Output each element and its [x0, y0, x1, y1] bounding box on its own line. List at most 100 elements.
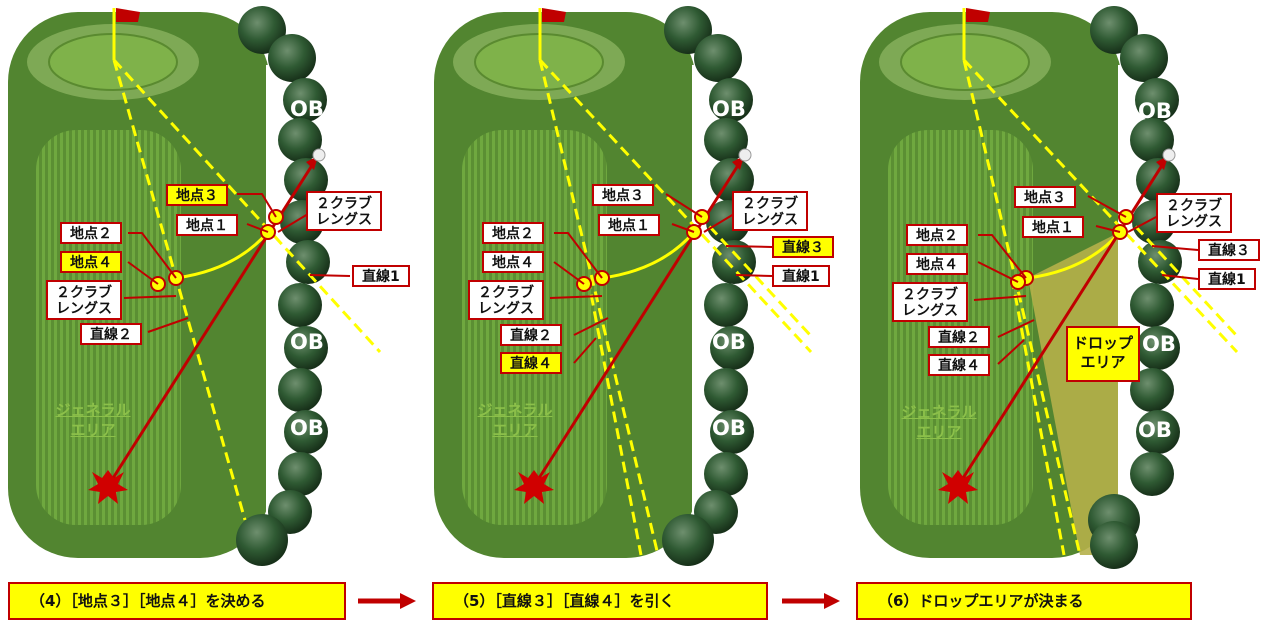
ball-flight-line — [956, 155, 1170, 487]
label-point-2: 地点２ — [482, 222, 544, 244]
ob-label: OB — [712, 97, 746, 121]
general-area-label-line1: ジェネラル — [901, 403, 977, 421]
ball-flight-line — [532, 155, 746, 487]
line-3-dashed — [696, 212, 813, 338]
label-two-club-length-lower: ２クラブ レングス — [892, 282, 968, 322]
line-1-dashed — [962, 58, 1239, 354]
label-two-club-length-upper: ２クラブ レングス — [1156, 193, 1232, 233]
caption-step-6: （6）ドロップエリアが決まる — [856, 582, 1192, 620]
label-line-1: 直線1 — [772, 265, 830, 287]
label-two-club-length-lower-line2: レングス — [56, 301, 112, 317]
ob-label: OB — [712, 416, 746, 440]
tree-line-icon — [662, 6, 756, 566]
label-point-1: 地点１ — [176, 214, 238, 236]
leader-lines — [973, 195, 1199, 365]
caption-step-4: （4）［地点３］［地点４］を決める — [8, 582, 346, 620]
label-two-club-length-upper-line2: レングス — [1166, 214, 1222, 230]
ob-label: OB — [1138, 99, 1172, 123]
flag-icon — [962, 8, 990, 60]
ob-label: OB — [1138, 418, 1172, 442]
label-two-club-length-upper-line2: レングス — [742, 212, 798, 228]
drop-area-region — [1028, 232, 1120, 555]
ob-label: OB — [290, 416, 324, 440]
hole-drawing — [860, 6, 1239, 569]
panel-step-5: 地点３ 地点１ ２クラブ レングス 地点２ 地点４ ２クラブ レングス 直線３ … — [426, 0, 853, 631]
label-line-1: 直線1 — [352, 265, 410, 287]
leader-lines — [549, 193, 773, 364]
label-two-club-length-upper-line2: レングス — [316, 212, 372, 228]
label-two-club-length-upper-line1: ２クラブ — [316, 196, 372, 212]
general-area-label: ジェネラル エリア — [470, 400, 560, 440]
general-area-label: ジェネラル エリア — [48, 400, 138, 440]
line-4-dashed — [586, 277, 643, 556]
ball-origin-icon — [88, 470, 128, 504]
general-area-label-line2: エリア — [492, 421, 538, 439]
ob-label: OB — [712, 330, 746, 354]
label-point-4: 地点４ — [482, 251, 544, 273]
label-two-club-length-lower-line1: ２クラブ — [56, 285, 112, 301]
line-1-dashed — [538, 58, 813, 354]
equidistant-arc — [1027, 231, 1122, 280]
label-two-club-length-lower-line2: レングス — [902, 303, 958, 319]
label-two-club-length-lower-line1: ２クラブ — [478, 285, 534, 301]
ob-label: OB — [290, 97, 324, 121]
label-two-club-length-upper: ２クラブ レングス — [306, 191, 382, 231]
general-area-label-line2: エリア — [916, 423, 962, 441]
label-point-2: 地点２ — [60, 222, 122, 244]
line-3-dashed — [1122, 212, 1239, 338]
general-area-label-line2: エリア — [70, 421, 116, 439]
label-two-club-length-lower: ２クラブ レングス — [46, 280, 122, 320]
flag-icon — [538, 8, 566, 60]
label-two-club-length-lower: ２クラブ レングス — [468, 280, 544, 320]
label-two-club-length-lower-line2: レングス — [478, 301, 534, 317]
label-two-club-length-upper-line1: ２クラブ — [742, 196, 798, 212]
label-two-club-length-upper: ２クラブ レングス — [732, 191, 808, 231]
arrow-right-icon — [782, 593, 840, 609]
equidistant-arc — [601, 231, 696, 280]
ob-label: OB — [290, 330, 324, 354]
label-two-club-length-lower-line1: ２クラブ — [902, 287, 958, 303]
label-line-2: 直線２ — [928, 326, 990, 348]
tree-line-icon — [236, 6, 330, 566]
panel-step-4: 地点３ 地点１ ２クラブ レングス 地点２ 地点４ ２クラブ レングス 直線1 … — [0, 0, 427, 631]
ball-icon — [738, 148, 752, 162]
label-point-3: 地点３ — [1014, 186, 1076, 208]
line-4-dashed — [1010, 277, 1066, 556]
label-line-3: 直線３ — [772, 236, 834, 258]
label-drop-area-line2: エリア — [1080, 353, 1126, 371]
label-point-1: 地点１ — [1022, 216, 1084, 238]
label-line-3: 直線３ — [1198, 239, 1260, 261]
label-line-4: 直線４ — [928, 354, 990, 376]
ball-flight-line — [106, 155, 320, 487]
label-line-4: 直線４ — [500, 352, 562, 374]
general-area-label-line1: ジェネラル — [477, 401, 553, 419]
general-area-label-line1: ジェネラル — [55, 401, 131, 419]
caption-step-5: （5）［直線３］［直線４］を引く — [432, 582, 768, 620]
ball-origin-icon — [938, 470, 978, 504]
equidistant-arc — [175, 231, 270, 280]
arrow-right-icon — [358, 593, 416, 609]
label-point-3: 地点３ — [592, 184, 654, 206]
label-drop-area: ドロップ エリア — [1066, 326, 1140, 382]
ball-icon — [1162, 148, 1176, 162]
line-2-dashed — [112, 59, 247, 521]
label-point-4: 地点４ — [60, 251, 122, 273]
label-point-1: 地点１ — [598, 214, 660, 236]
label-point-2: 地点２ — [906, 224, 968, 246]
label-line-2: 直線２ — [500, 324, 562, 346]
label-two-club-length-upper-line1: ２クラブ — [1166, 198, 1222, 214]
label-line-1: 直線1 — [1198, 268, 1256, 290]
ball-icon — [312, 148, 326, 162]
leader-lines — [123, 193, 351, 333]
label-point-3: 地点３ — [166, 184, 228, 206]
label-line-2: 直線２ — [80, 323, 142, 345]
ball-origin-icon — [514, 470, 554, 504]
general-area-label: ジェネラル エリア — [894, 402, 984, 442]
label-drop-area-line1: ドロップ — [1072, 334, 1133, 352]
label-point-4: 地点４ — [906, 253, 968, 275]
panel-step-6: 地点３ 地点１ ２クラブ レングス 地点２ 地点４ ２クラブ レングス 直線３ … — [852, 0, 1279, 631]
line-1-dashed — [112, 58, 382, 354]
ob-label: OB — [1142, 332, 1176, 356]
flag-icon — [112, 8, 140, 60]
